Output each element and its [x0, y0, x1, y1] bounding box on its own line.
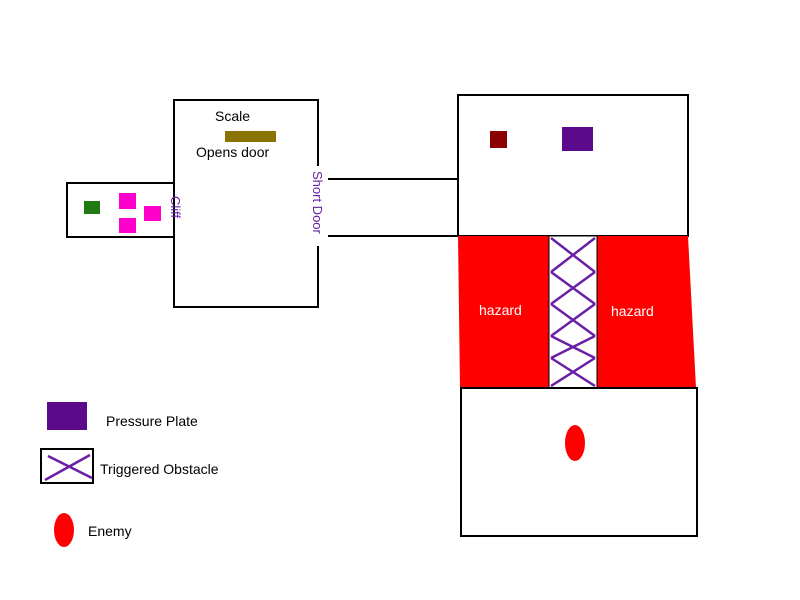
- legend-triggered-obstacle-swatch: [40, 448, 94, 484]
- triggered-obstacle-column: [548, 235, 598, 389]
- pink-block-2: [144, 206, 161, 221]
- legend-enemy-swatch: [54, 513, 74, 547]
- legend-pressure-plate-swatch: [47, 402, 87, 430]
- scale-bar: [225, 131, 276, 142]
- hazard-left-label: hazard: [479, 302, 522, 318]
- legend-triggered-obstacle-label: Triggered Obstacle: [100, 461, 219, 477]
- short-door-label: Short Door: [310, 171, 325, 235]
- green-block: [84, 201, 100, 214]
- scale-label: Scale: [215, 108, 250, 124]
- legend-pressure-plate-label: Pressure Plate: [106, 413, 198, 429]
- plate-room: [457, 94, 689, 237]
- enemy-room: [460, 387, 698, 537]
- pressure-plate: [562, 127, 593, 151]
- enemy: [565, 425, 585, 461]
- hazard-right-label: hazard: [611, 303, 654, 319]
- hazard-left: [458, 236, 549, 388]
- dark-red-block: [490, 131, 507, 148]
- short-door-gap: [314, 166, 322, 246]
- pink-block-3: [119, 218, 136, 233]
- legend-enemy-label: Enemy: [88, 523, 132, 539]
- pink-block-1: [119, 193, 136, 209]
- opens-door-label: Opens door: [196, 144, 269, 160]
- cliff-label: Cliff: [168, 196, 183, 219]
- hazard-right: [597, 236, 696, 388]
